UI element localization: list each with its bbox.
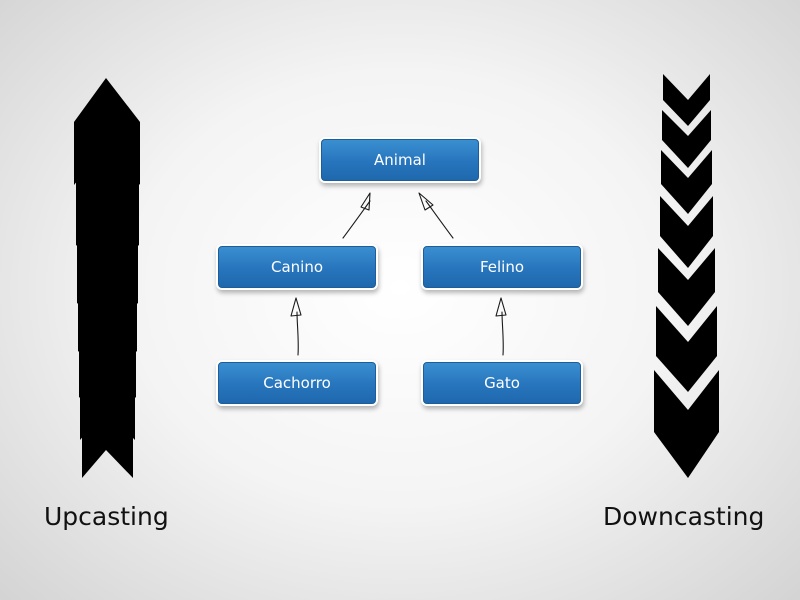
down-chevron [663,74,710,126]
connector-cachorro-canino [296,311,299,356]
node-gato: Gato [423,362,581,404]
node-felino: Felino [423,246,581,288]
node-animal: Animal [321,139,479,181]
connector-felino-animal [425,200,454,239]
node-label: Gato [484,374,520,392]
arrowhead [495,297,507,317]
arrowhead [418,192,434,211]
down-chevron [662,110,711,168]
arrowhead [290,297,302,317]
node-label: Animal [374,151,426,169]
node-cachorro: Cachorro [218,362,376,404]
node-label: Canino [270,258,324,276]
node-label: Felino [479,258,525,276]
arrowhead [360,192,371,211]
node-label: Cachorro [263,374,331,392]
downcasting-caption: Downcasting [603,502,765,531]
connector-gato-felino [501,311,504,356]
node-canino: Canino [218,246,376,288]
down-chevron [658,248,715,326]
upcasting-caption: Upcasting [44,502,169,531]
down-chevron [661,150,712,214]
down-chevron [656,306,717,392]
connector-canino-animal [342,200,371,239]
down-chevron [660,196,713,268]
down-chevron [654,370,719,478]
up-chevron [82,402,133,478]
